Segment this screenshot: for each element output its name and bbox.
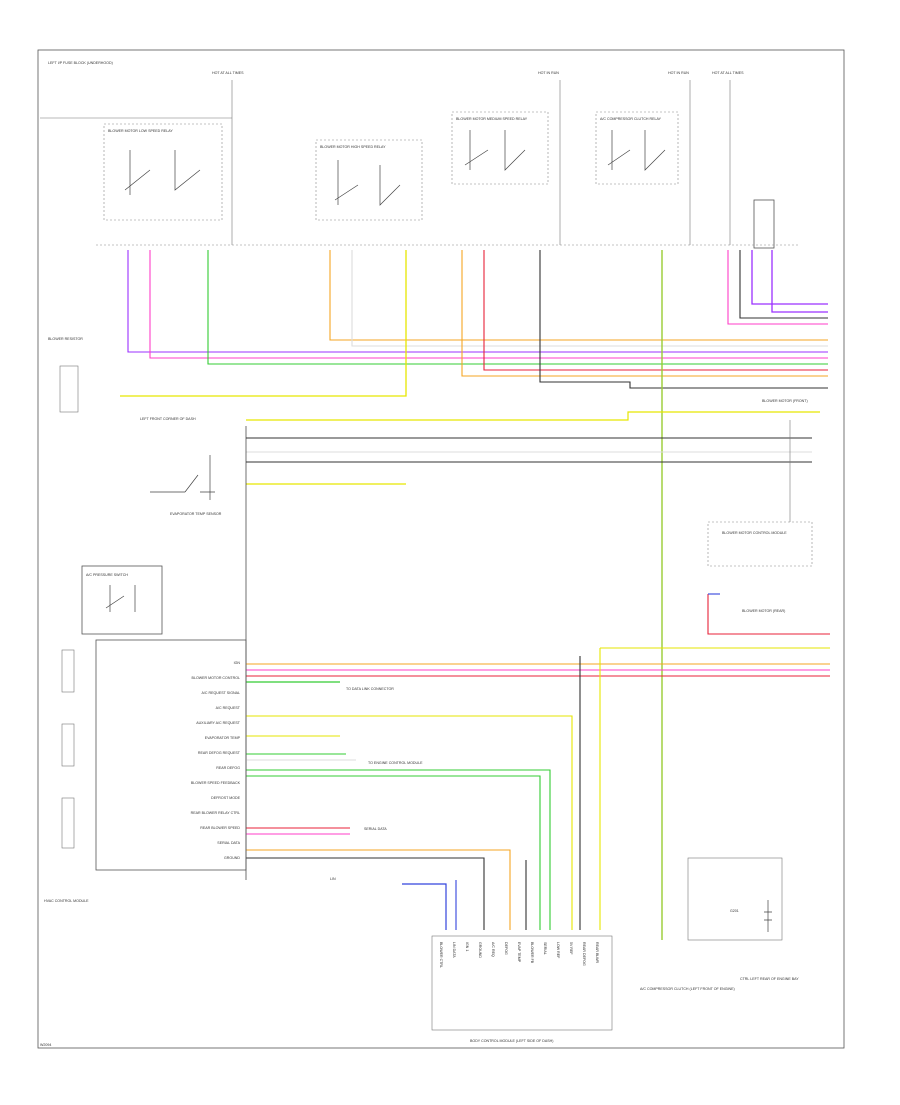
bcm-pin-label: LOW REF xyxy=(556,942,560,959)
top-left-block-label: LEFT I/P FUSE BLOCK (UNDERHOOD) xyxy=(48,61,113,65)
wire-black-1 xyxy=(539,250,828,389)
bcm-pin-label: GROUND xyxy=(478,942,482,958)
wire-blue-2 xyxy=(402,883,447,930)
left-ground-2 xyxy=(61,723,75,767)
bcm-pin-label: REAR BLWR xyxy=(595,942,599,964)
wire-pink-1 xyxy=(149,250,828,359)
wire-yellow-6 xyxy=(246,715,573,930)
svg-text:BLOWER MOTOR LOW SPEED RELAY: BLOWER MOTOR LOW SPEED RELAY xyxy=(108,129,173,133)
body-control-module: BLOWER CTRL LIN DATA IGN 1 GROUND A/C REQ DEF… xyxy=(431,935,613,1043)
hvac-pin-label: BLOWER MOTOR CONTROL xyxy=(192,676,240,680)
svg-text:G201: G201 xyxy=(730,909,739,913)
hvac-pin-label: GROUND xyxy=(224,856,240,860)
left-ground-3 xyxy=(61,797,75,849)
wire-orange-4 xyxy=(246,849,511,930)
hvac-pin-label: EVAPORATOR TEMP xyxy=(205,736,241,740)
svg-text:BLOWER MOTOR HIGH SPEED RELAY: BLOWER MOTOR HIGH SPEED RELAY xyxy=(320,145,386,149)
svg-text:BODY CONTROL MODULE (LEFT SIDE: BODY CONTROL MODULE (LEFT SIDE OF DASH) xyxy=(470,1039,553,1043)
wire-green-4 xyxy=(246,769,551,930)
evap-temp-sensor: EVAPORATOR TEMP SENSOR xyxy=(150,455,222,516)
left-conn-label: LEFT FRONT CORNER OF DASH xyxy=(140,417,196,421)
diagram-frame xyxy=(37,49,845,1049)
hvac-pin-label: SERIAL DATA xyxy=(217,841,240,845)
wire-orange-2 xyxy=(461,250,828,377)
wire-red-3 xyxy=(707,594,830,635)
bcm-pin-label: BLOWER FB xyxy=(530,942,534,964)
blower-resistor xyxy=(59,365,79,413)
wire-green-5 xyxy=(246,775,541,930)
bcm-pin-label: DEFOG xyxy=(504,942,508,955)
relay-high-speed: BLOWER MOTOR HIGH SPEED RELAY xyxy=(315,139,423,221)
blower-rear-label: BLOWER MOTOR (REAR) xyxy=(742,609,785,613)
relay-ac-compressor: A/C COMPRESSOR CLUTCH RELAY xyxy=(595,111,679,185)
hot-label-4: HOT AT ALL TIMES xyxy=(712,71,744,75)
wire-harness xyxy=(120,250,830,940)
data-link-label: TO DATA LINK CONNECTOR xyxy=(346,687,394,691)
wire-orange-1 xyxy=(329,250,828,341)
bcm-pin-label: A/C REQ xyxy=(491,942,495,957)
relay-medium-speed: BLOWER MOTOR MEDIUM SPEED RELAY xyxy=(451,111,549,185)
hvac-pin-label: A/C REQUEST SIGNAL xyxy=(202,691,240,695)
serial-data-label: SERIAL DATA xyxy=(364,827,387,831)
bcm-pin-label: BLOWER CTRL xyxy=(439,942,443,968)
bcm-pin-label: IGN 1 xyxy=(465,942,469,951)
relay-low-speed: BLOWER MOTOR LOW SPEED RELAY xyxy=(103,123,223,221)
bcm-pin-label: EVAP TEMP xyxy=(517,942,521,963)
resistor-label: BLOWER RESISTOR xyxy=(48,337,83,341)
hvac-pin-label: REAR BLOWER RELAY CTRL xyxy=(191,811,240,815)
hot-label-3: HOT IN RUN xyxy=(668,71,689,75)
ac-compressor-clutch: G201 A/C COMPRESSOR CLUTCH (LEFT FRONT O… xyxy=(640,857,799,991)
hvac-pin-label: IGN xyxy=(234,661,241,665)
hvac-pin-label: REAR BLOWER SPEED xyxy=(200,826,240,830)
footer-code: W2094 xyxy=(40,1043,51,1047)
svg-text:EVAPORATOR TEMP SENSOR: EVAPORATOR TEMP SENSOR xyxy=(170,512,222,516)
wire-yellow-2 xyxy=(246,411,820,421)
hvac-pin-label: A/C REQUEST xyxy=(216,706,241,710)
svg-text:HVAC CONTROL MODULE: HVAC CONTROL MODULE xyxy=(44,899,89,903)
hvac-control-module: HVAC CONTROL MODULE IGN BLOWER MOTOR CONT… xyxy=(44,639,247,903)
bcm-pin-label: SERIAL xyxy=(543,942,547,955)
hvac-pin-label: REAR DEFOG REQUEST xyxy=(198,751,241,755)
hot-label-1: HOT AT ALL TIMES xyxy=(212,71,244,75)
hot-label-2: HOT IN RUN xyxy=(538,71,559,75)
wire-red-1 xyxy=(483,250,828,371)
wire-yellow-1 xyxy=(120,250,407,397)
wire-black-2 xyxy=(739,250,828,319)
hvac-pin-label: AUXILIARY A/C REQUEST xyxy=(196,721,241,725)
svg-text:A/C PRESSURE SWITCH: A/C PRESSURE SWITCH xyxy=(86,573,128,577)
hvac-pin-label: DEFROST MODE xyxy=(211,796,240,800)
svg-text:A/C COMPRESSOR CLUTCH RELAY: A/C COMPRESSOR CLUTCH RELAY xyxy=(600,117,662,121)
hvac-pin-label: BLOWER SPEED FEEDBACK xyxy=(191,781,241,785)
to-ecm-label: TO ENGINE CONTROL MODULE xyxy=(368,761,423,765)
wire-violet-1 xyxy=(127,250,828,353)
fuse-box-right xyxy=(753,199,775,249)
bcm-pin-label: LIN DATA xyxy=(452,942,456,958)
svg-text:CTRL LEFT REAR OF ENGINE BAY: CTRL LEFT REAR OF ENGINE BAY xyxy=(740,977,799,981)
wire-black-6 xyxy=(246,857,485,930)
bcm-pin-label: REAR DEFOG xyxy=(582,942,586,966)
left-ground-1 xyxy=(61,649,75,693)
hvac-pin-label: REAR DEFOG xyxy=(216,766,240,770)
wire-white-1 xyxy=(351,250,828,347)
svg-text:BLOWER MOTOR MEDIUM SPEED RELA: BLOWER MOTOR MEDIUM SPEED RELAY xyxy=(456,117,528,121)
svg-text:A/C COMPRESSOR CLUTCH (LEFT FR: A/C COMPRESSOR CLUTCH (LEFT FRONT OF ENG… xyxy=(640,987,735,991)
lin-label: LIN xyxy=(330,877,336,881)
blower-front-label: BLOWER MOTOR (FRONT) xyxy=(762,399,808,403)
bcm-pin-label: 5V REF xyxy=(569,942,573,955)
blower-control-module: BLOWER MOTOR CONTROL MODULE xyxy=(707,420,813,567)
wire-violet-2 xyxy=(751,250,828,305)
wire-pink-2 xyxy=(727,250,828,325)
pressure-switch: A/C PRESSURE SWITCH xyxy=(81,565,163,635)
svg-text:BLOWER MOTOR CONTROL MODULE: BLOWER MOTOR CONTROL MODULE xyxy=(722,531,787,535)
wire-green-1 xyxy=(207,250,828,365)
wire-violet-3 xyxy=(771,250,828,313)
